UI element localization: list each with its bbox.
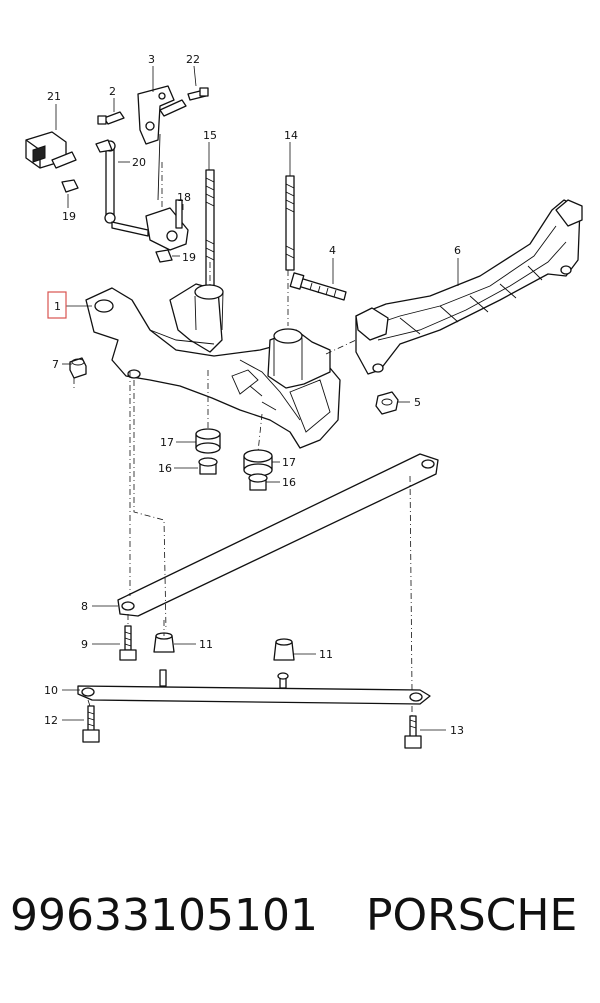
brand-name: PORSCHE: [366, 890, 578, 941]
footer: 99633105101 PORSCHE: [0, 890, 600, 960]
callout-17-left: 17: [160, 436, 174, 449]
callout-8: 8: [81, 600, 88, 613]
callout-labels: 21 2 3 22 20 19 18 19 15 14 4 6 1 7 5 17…: [44, 53, 464, 737]
part-number: 99633105101: [10, 890, 318, 941]
level-sensor-assembly: [25, 85, 209, 263]
parts-diagram: 21 2 3 22 20 19 18 19 15 14 4 6 1 7 5 17…: [25, 53, 583, 749]
callout-9: 9: [81, 638, 88, 651]
callout-11-left: 11: [199, 638, 213, 651]
callout-20: 20: [132, 156, 146, 169]
callout-7: 7: [52, 358, 59, 371]
callout-22: 22: [186, 53, 200, 66]
subframe-1: [85, 283, 341, 449]
nut-11-left: [153, 632, 175, 653]
callout-15: 15: [203, 129, 217, 142]
callout-17-right: 17: [282, 456, 296, 469]
callout-16-right: 16: [282, 476, 296, 489]
callout-1: 1: [54, 300, 61, 313]
callout-5: 5: [414, 396, 421, 409]
callout-6: 6: [454, 244, 461, 257]
callout-4: 4: [329, 244, 336, 257]
nut-7: [69, 357, 87, 379]
callout-10: 10: [44, 684, 58, 697]
callout-16-left: 16: [158, 462, 172, 475]
cross-member-6: [355, 199, 583, 375]
assembly-center-lines: [73, 162, 413, 716]
mount-17-right: [243, 449, 273, 491]
strut-bar-8: [117, 453, 439, 617]
callout-14: 14: [284, 129, 298, 142]
bolt-4: [289, 272, 347, 301]
nut-5: [375, 391, 399, 415]
threaded-studs: [205, 169, 295, 291]
leader-lines: [55, 65, 459, 731]
bolt-12: [82, 705, 100, 743]
mount-17-left: [195, 428, 221, 475]
highlight-box: [47, 291, 67, 319]
callout-13: 13: [450, 724, 464, 737]
bolt-13: [404, 715, 422, 749]
callout-19-bottom: 19: [182, 251, 196, 264]
callout-21: 21: [47, 90, 61, 103]
callout-2: 2: [109, 85, 116, 98]
nut-11-right: [273, 638, 295, 661]
callout-19-top: 19: [62, 210, 76, 223]
callout-12: 12: [44, 714, 58, 727]
callout-11-right: 11: [319, 648, 333, 661]
callout-18: 18: [177, 191, 191, 204]
bolt-9: [119, 625, 137, 661]
lower-bar-10: [77, 669, 431, 705]
callout-3: 3: [148, 53, 155, 66]
